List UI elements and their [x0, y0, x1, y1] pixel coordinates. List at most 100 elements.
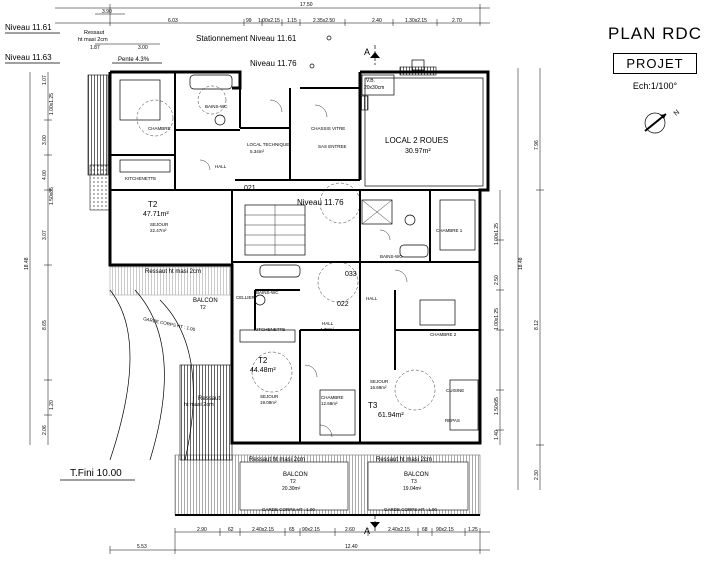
- balcon-t3-sub: T3: [411, 479, 417, 485]
- ressaut-1: Ressaut ht masi 2cm: [145, 269, 201, 275]
- dim-bottom-5: 90x2.15: [302, 527, 320, 533]
- hall-a-label: HALL: [215, 164, 227, 169]
- kitchenette-a-label: KITCHENETTE: [125, 176, 156, 181]
- ressaut-top: Ressaut: [84, 30, 105, 36]
- chambre-c1-label: CHAMBRE 1: [436, 228, 463, 233]
- stationnement-label: Stationnement Niveau 11.61: [196, 34, 297, 43]
- hall-b-label: HALL: [322, 321, 334, 326]
- dim-bottom-3: 2.40x2.15: [252, 527, 274, 533]
- ressaut-left: Ressaut: [198, 396, 220, 402]
- dim-right-inner-4: 1.50x95: [494, 397, 500, 415]
- sejour-a-area: 22.47m²: [150, 228, 167, 233]
- cuisine-label: CUISINE: [446, 388, 464, 393]
- balcon-t2b-sub: T2: [290, 479, 296, 485]
- chambre-b-label: CHAMBRE: [321, 395, 344, 400]
- dim-top-7: 1.30x2.15: [405, 18, 427, 24]
- local-tech-label: LOCAL TECHNIQUE: [247, 142, 289, 147]
- bains-b-label: BAINS-WC: [256, 290, 279, 295]
- sejour-c-area: 16.69m²: [370, 385, 387, 390]
- ht-masi-top: ht masi 2cm: [78, 37, 108, 43]
- sas-entree-label: SAS ENTREE: [318, 144, 347, 149]
- dim-right-inner-5: 1.40: [494, 430, 500, 440]
- section-a-top: A: [364, 47, 370, 57]
- t3-area: 61.94m²: [378, 412, 404, 419]
- hall-b-area: 4.78m²: [320, 327, 335, 332]
- vb-size: 20x30cm: [364, 85, 384, 91]
- dim-left-3: 1.00x1.25: [49, 93, 55, 115]
- dim-left-9: 1.20: [49, 400, 55, 410]
- dim-top-6: 2.40: [372, 18, 382, 24]
- local2roues-area: 30.97m²: [405, 148, 431, 155]
- dim-left-2: 3.00: [42, 135, 48, 145]
- scale-label: Ech:1/100°: [632, 81, 678, 91]
- top-dimensions: 17.50 3.90 1.87 3.00 6.03 99 1.00x2.15 1…: [55, 2, 490, 51]
- dim-right-inner-1: 1.00x1.25: [494, 223, 500, 245]
- cellier-label: CELLIER: [236, 295, 256, 300]
- local2roues-label: LOCAL 2 ROUES: [385, 136, 448, 145]
- dim-top-small-3: 3.00: [138, 45, 148, 51]
- title-block: PLAN RDC PROJET Ech:1/100°: [600, 24, 710, 91]
- level-1176-top: Niveau 11.76: [250, 59, 297, 68]
- vb-label: V.B.: [366, 78, 375, 84]
- dim-left-8: 2.06: [42, 425, 48, 435]
- repas-label: REPAS: [445, 418, 460, 423]
- sejour-a-label: SEJOUR: [150, 222, 169, 227]
- dim-left-4: 4.00: [42, 170, 48, 180]
- ht-masi-left: ht masi 2cm: [184, 402, 214, 408]
- dim-bottom-10: 1.25: [468, 527, 478, 533]
- dim-right-total: 18.48: [518, 257, 524, 270]
- t2b-area: 44.48m²: [250, 367, 276, 374]
- right-dimensions: 18.48 7.96 8.12 2.30 1.00x1.25 2.50 1.00…: [494, 68, 544, 490]
- bains-c-label: BAINS-WC: [380, 254, 403, 259]
- kitchenette-b-label: KITCHENETTE: [254, 327, 285, 332]
- bottom-dimensions: 2.90 62 2.40x2.15 65 90x2.15 2.60 2.40x2…: [109, 527, 490, 554]
- chassis-vitre-label: CHASSIS VITRE: [311, 126, 345, 131]
- dim-top-1: 6.03: [168, 18, 178, 24]
- balcon-t3-area: 19.04m²: [403, 486, 422, 492]
- projet-box: PROJET: [613, 53, 697, 74]
- dim-top-8: 2.70: [452, 18, 462, 24]
- garde-corps-1: GARDE CORPS HT : 1.00: [143, 316, 196, 332]
- balcon-t2b: BALCON: [283, 472, 308, 478]
- dim-top-4: 1.15: [287, 18, 297, 24]
- t2b-label: T2: [258, 356, 268, 365]
- level-1161: Niveau 11.61: [5, 23, 52, 32]
- dim-right-1: 7.96: [534, 140, 540, 150]
- dim-bottom-4: 65: [289, 527, 295, 533]
- balcon-t2a-sub: T2: [200, 305, 206, 311]
- dim-right-3: 2.30: [534, 470, 540, 480]
- t3-label: T3: [368, 401, 378, 410]
- north-label: N: [673, 109, 681, 118]
- plan-title: PLAN RDC: [608, 24, 702, 43]
- dim-bottom-7: 2.40x2.15: [388, 527, 410, 533]
- section-a-bottom: A: [364, 526, 370, 536]
- tag-022: 022: [337, 301, 349, 308]
- garde-corps-3: GARDE CORPS HT : 1.00: [384, 507, 437, 512]
- dim-bottom-1: 2.90: [197, 527, 207, 533]
- dim-bottom-8: 68: [422, 527, 428, 533]
- outer-walls: [108, 70, 490, 445]
- left-dimensions: 18.48 1.07 3.00 1.00x1.25 4.00 3.07 1.50…: [24, 72, 55, 445]
- pente-label: Pente 4.3%: [118, 57, 150, 63]
- level-1163: Niveau 11.63: [5, 53, 52, 62]
- dim-top-small-1: 3.90: [102, 9, 112, 15]
- north-arrow-icon: N: [644, 109, 681, 134]
- dim-right-inner-2: 2.50: [494, 275, 500, 285]
- t2a-label: T2: [148, 200, 158, 209]
- dim-top-total: 17.50: [300, 2, 313, 8]
- chambre-c2-label: CHAMBRE 2: [430, 332, 457, 337]
- ressaut-3: Ressaut ht masi 2cm: [376, 457, 432, 463]
- dim-bottom-total-left: 5.53: [137, 544, 147, 550]
- dim-top-5: 2.35x2.50: [313, 18, 335, 24]
- balcon-t2a: BALCON: [193, 298, 218, 304]
- t2a-area: 47.71m²: [143, 211, 169, 218]
- dim-left-7: 8.65: [42, 320, 48, 330]
- local-tech-area: 5.34m²: [250, 149, 265, 154]
- dim-right-inner-3: 1.00x1.25: [494, 308, 500, 330]
- section-markers: A A: [364, 45, 380, 536]
- balcon-t3: BALCON: [404, 472, 429, 478]
- dim-bottom-total-right: 12.40: [345, 544, 358, 550]
- dim-top-small-2: 1.87: [90, 45, 100, 51]
- tag-033: 033: [345, 271, 357, 278]
